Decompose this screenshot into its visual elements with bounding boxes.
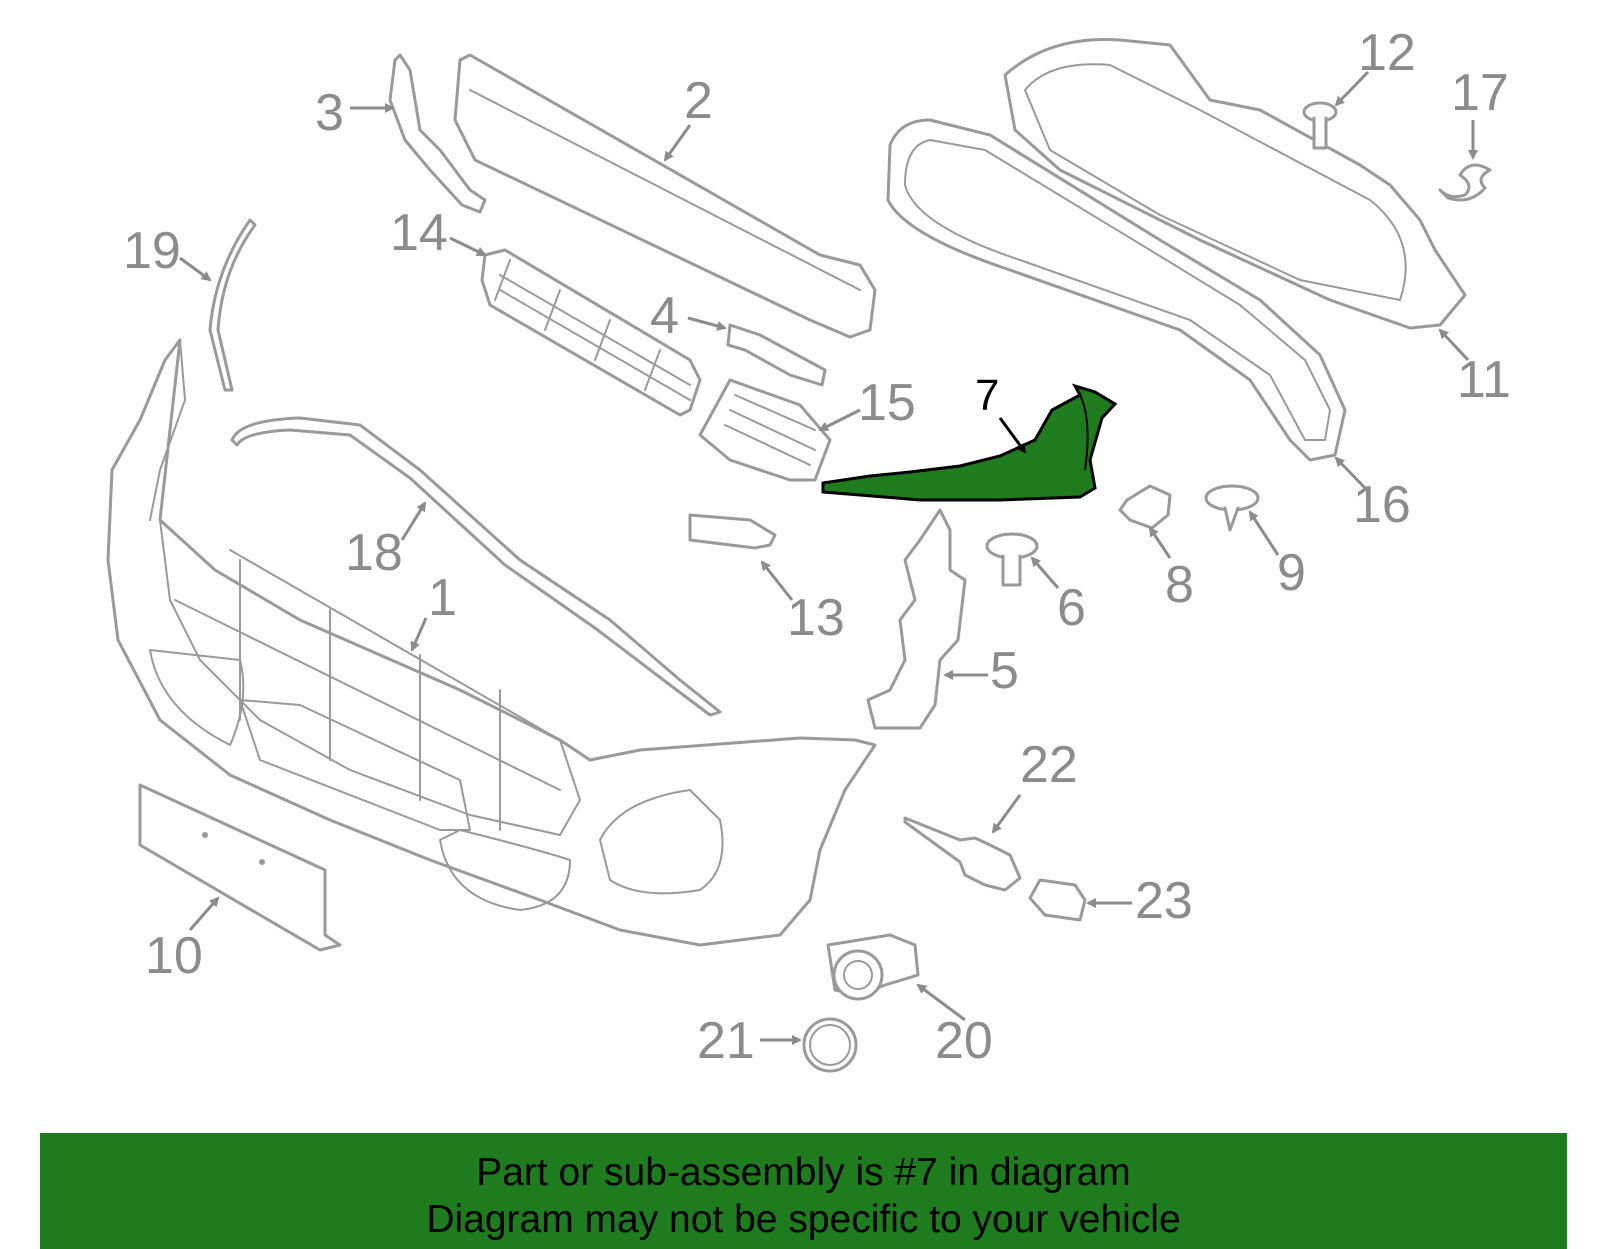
part-23-connector <box>1028 878 1087 922</box>
callout-15: 15 <box>858 374 916 432</box>
part-20-park-sensor <box>826 933 920 1001</box>
callout-7: 7 <box>975 371 999 420</box>
part-22-temp-sensor <box>903 816 1022 892</box>
callout-20: 20 <box>935 1012 993 1070</box>
leader-lines <box>179 70 1478 1045</box>
callout-1: 1 <box>428 569 457 627</box>
part-8-nut-clip <box>1118 484 1172 530</box>
part-10-license-bracket <box>138 783 342 952</box>
callout-2: 2 <box>684 72 713 130</box>
part-3-side-bracket <box>388 53 487 214</box>
callout-8: 8 <box>1165 556 1194 614</box>
part-12-bolt <box>1302 101 1338 150</box>
part-7-air-deflector <box>821 383 1118 502</box>
part-6-push-clip <box>985 532 1039 587</box>
callout-23: 23 <box>1135 872 1193 930</box>
info-banner: Part or sub-assembly is #7 in diagram Di… <box>40 1133 1567 1249</box>
part-14-grille-insert <box>480 248 702 417</box>
part-19-molding <box>208 218 257 392</box>
callout-22: 22 <box>1020 736 1078 794</box>
callout-6: 6 <box>1057 579 1086 637</box>
part-17-emblem <box>1438 163 1492 202</box>
callout-13: 13 <box>787 589 845 647</box>
callout-11: 11 <box>1457 351 1511 409</box>
part-13-grille-bracket <box>688 513 777 550</box>
part-5-side-support <box>866 508 967 730</box>
callout-17: 17 <box>1451 64 1509 122</box>
callout-10: 10 <box>145 927 203 985</box>
part-15-side-vent <box>698 378 832 482</box>
callout-14: 14 <box>390 204 448 262</box>
callout-9: 9 <box>1277 544 1306 602</box>
part-21-sensor-ring <box>802 1017 858 1073</box>
callout-5: 5 <box>990 642 1019 700</box>
callout-4: 4 <box>650 287 679 345</box>
callout-16: 16 <box>1353 476 1411 534</box>
callout-12: 12 <box>1358 24 1416 82</box>
part-11-headlamp <box>1003 37 1467 330</box>
banner-disclaimer: Diagram may not be specific to your vehi… <box>426 1198 1181 1241</box>
part-16-grille-frame <box>886 118 1347 462</box>
callout-21: 21 <box>697 1012 755 1070</box>
callout-19: 19 <box>123 222 181 280</box>
banner-part-note: Part or sub-assembly is #7 in diagram <box>476 1151 1131 1194</box>
part-9-screw <box>1204 484 1260 532</box>
callout-labels: 1 2 3 4 5 6 7 8 9 10 11 12 13 14 15 16 1… <box>123 24 1511 1070</box>
part-4-bracket <box>726 323 827 387</box>
callout-18: 18 <box>345 524 403 582</box>
callout-3: 3 <box>315 84 344 142</box>
part-1-bumper-cover <box>106 338 877 947</box>
part-18-trim-strip <box>230 416 722 717</box>
part-2-upper-support <box>453 53 877 339</box>
